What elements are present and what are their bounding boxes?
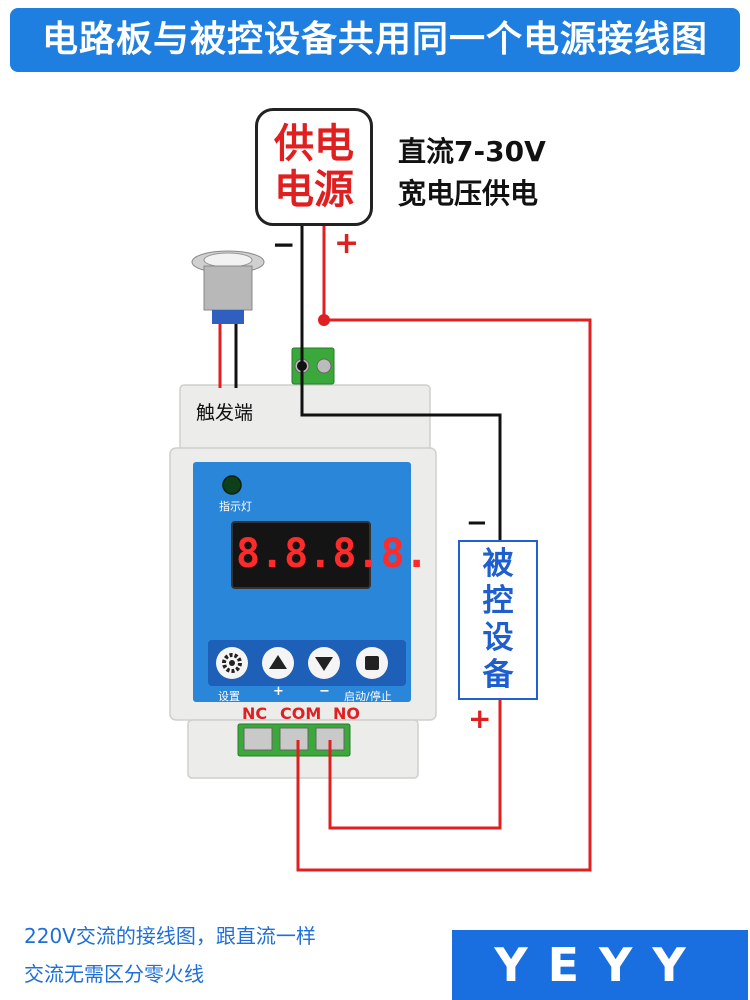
plus-button-label: + bbox=[273, 684, 284, 699]
device-char-2: 控 bbox=[482, 583, 514, 619]
device-char-1: 被 bbox=[482, 546, 514, 582]
power-spec-line2: 宽电压供电 bbox=[398, 177, 539, 210]
terminal-no-label: NO bbox=[333, 704, 360, 723]
wire-black-main bbox=[300, 226, 502, 540]
settings-button-label: 设置 bbox=[218, 690, 240, 703]
start-stop-button-label: 启动/停止 bbox=[344, 690, 392, 703]
junction-black bbox=[297, 361, 307, 371]
trigger-label: 触发端 bbox=[196, 402, 254, 424]
controlled-device-box: 被 控 设 备 bbox=[458, 540, 538, 700]
terminal-com-label: COM bbox=[280, 704, 322, 723]
led-display bbox=[231, 521, 371, 589]
device-plus-label: + bbox=[468, 702, 492, 735]
device-minus-label: − bbox=[466, 508, 488, 538]
terminal-nc-label: NC bbox=[242, 704, 268, 723]
wire-red-device bbox=[328, 696, 502, 830]
down-arrow-icon bbox=[315, 657, 333, 671]
power-source-line1: 供电 bbox=[274, 121, 354, 167]
power-spec-line1: 直流7-30V bbox=[398, 135, 546, 168]
button-pad bbox=[208, 640, 406, 686]
minus-button[interactable] bbox=[308, 647, 340, 679]
indicator-led bbox=[222, 475, 242, 495]
power-source-line2: 电源 bbox=[274, 167, 354, 213]
brand-logo: YEYY bbox=[452, 930, 748, 1000]
power-source-box: 供电 电源 bbox=[255, 108, 373, 226]
junction-red bbox=[318, 314, 330, 326]
footer-note-line1: 220V交流的接线图，跟直流一样 bbox=[24, 924, 316, 948]
device-char-3: 设 bbox=[482, 620, 514, 656]
stop-square-icon bbox=[365, 656, 379, 670]
plus-button[interactable] bbox=[262, 647, 294, 679]
relay-terminal-block bbox=[237, 723, 351, 757]
footer-note-line2: 交流无需区分零火线 bbox=[24, 962, 204, 986]
device-char-4: 备 bbox=[482, 657, 514, 693]
wire-red-main bbox=[296, 226, 592, 872]
led-digits: 8.8.8.8. bbox=[236, 531, 429, 577]
start-stop-button[interactable] bbox=[356, 647, 388, 679]
power-minus-label: − bbox=[272, 228, 296, 261]
power-plus-label: + bbox=[334, 226, 360, 261]
minus-button-label: − bbox=[319, 684, 330, 699]
indicator-label: 指示灯 bbox=[219, 500, 252, 513]
diagram-title: 电路板与被控设备共用同一个电源接线图 bbox=[10, 8, 740, 72]
push-button-switch bbox=[191, 250, 265, 388]
settings-button[interactable] bbox=[216, 647, 248, 679]
gear-icon bbox=[222, 653, 242, 673]
up-arrow-icon bbox=[269, 655, 287, 669]
